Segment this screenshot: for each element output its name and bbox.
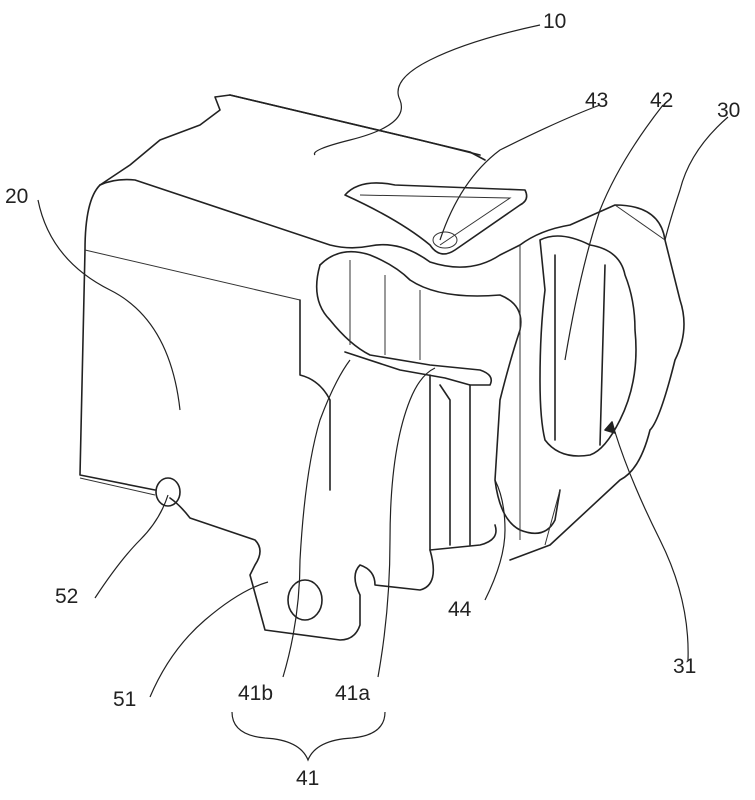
label-41a: 41a: [335, 682, 370, 705]
label-42: 42: [650, 89, 673, 112]
label-51: 51: [113, 688, 136, 711]
reference-labels: 10 43 42 30 20 52 44 31 51 41b 41a 41: [5, 10, 740, 790]
label-41b: 41b: [238, 682, 273, 705]
label-44: 44: [448, 598, 472, 621]
label-52: 52: [55, 585, 78, 608]
label-20: 20: [5, 185, 28, 208]
leader-lines: [37, 24, 729, 762]
label-43: 43: [585, 89, 608, 112]
part-body: [79, 94, 685, 641]
label-31: 31: [673, 655, 696, 678]
label-10: 10: [543, 10, 566, 33]
label-41: 41: [296, 767, 319, 790]
label-30: 30: [717, 99, 740, 122]
